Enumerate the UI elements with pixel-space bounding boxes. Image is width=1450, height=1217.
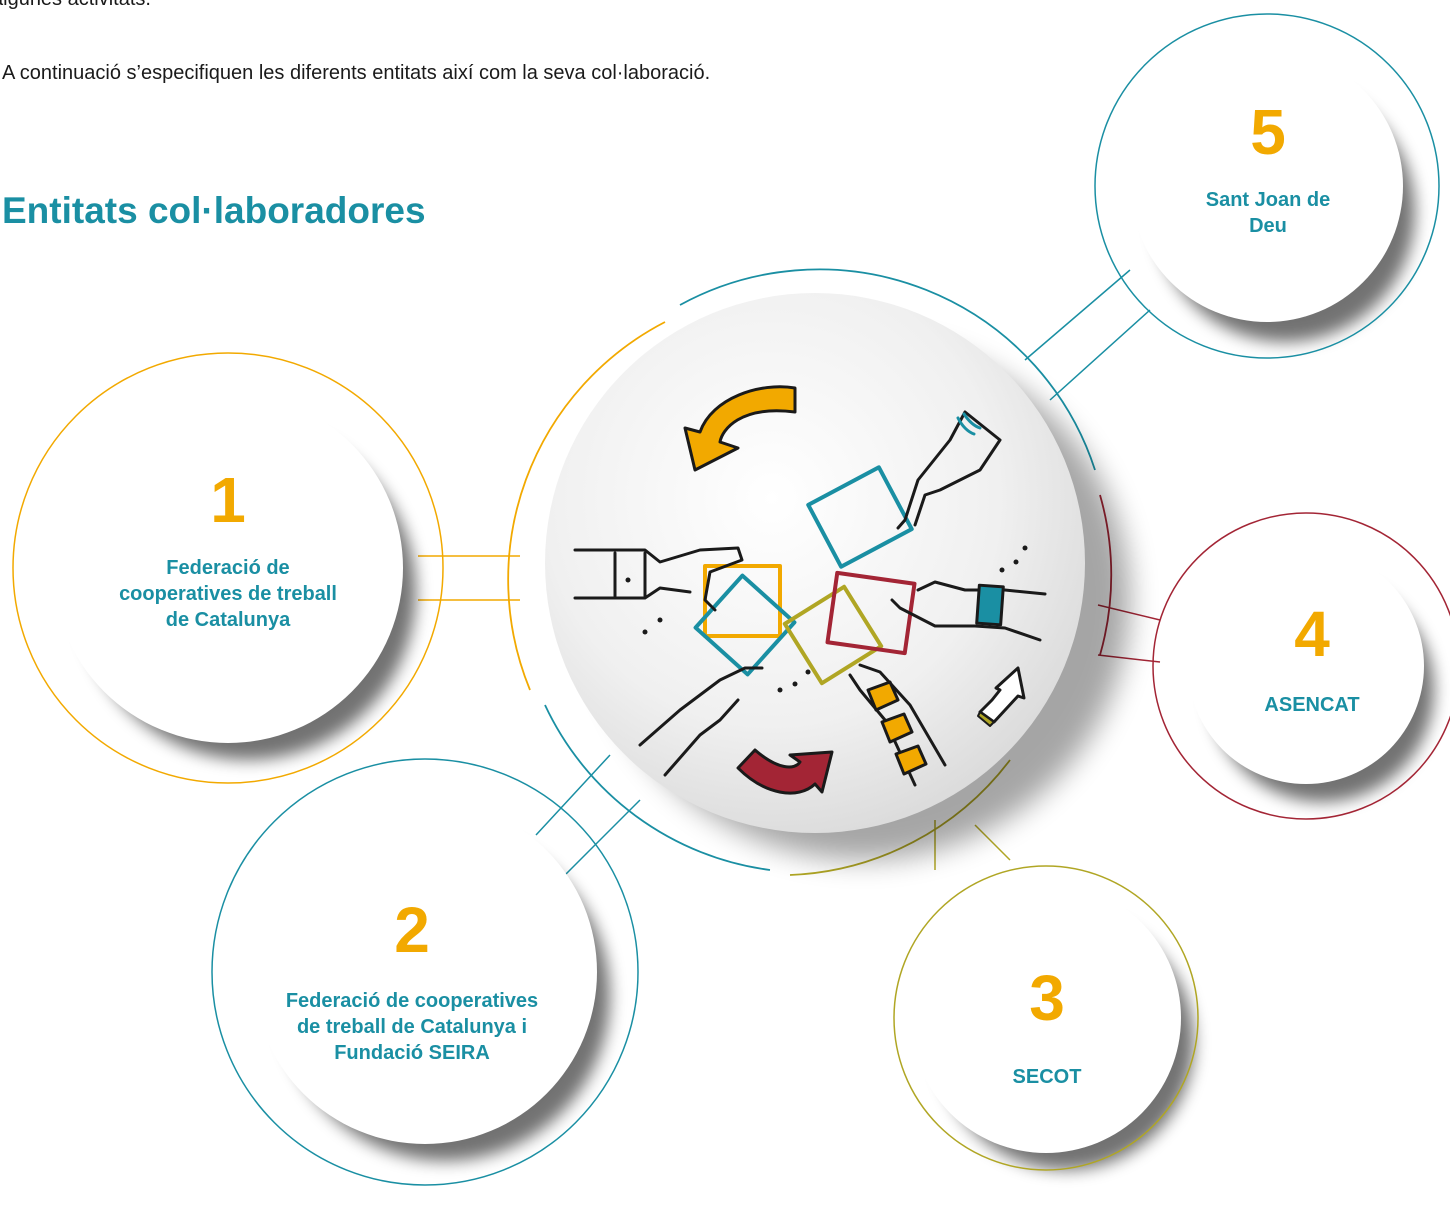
- node-4-ring: [1152, 512, 1450, 820]
- node-5-ring: [1094, 13, 1440, 359]
- node-1: [12, 352, 444, 784]
- node-3-ring: [893, 865, 1199, 1171]
- puzzle-square-crimson: [825, 570, 917, 656]
- hand-right: [890, 580, 1047, 642]
- connector-1: [418, 555, 520, 601]
- node-4: [1152, 512, 1450, 820]
- node-1-ring: [12, 352, 444, 784]
- node-3: [893, 865, 1199, 1171]
- node-3-label: SECOT: [1012, 1066, 1082, 1088]
- hand-left: [573, 546, 744, 612]
- orange-curved-arrow: [683, 385, 797, 472]
- arc-teal-top: [679, 268, 1096, 471]
- small-up-arrow: [978, 666, 1026, 724]
- puzzle-square-teal-top: [806, 465, 914, 569]
- puzzle-square-olive: [782, 584, 884, 686]
- node-5: [1094, 13, 1440, 359]
- node-2: [211, 758, 639, 1186]
- connector-5: [1024, 269, 1151, 401]
- connector-2: [535, 754, 641, 881]
- central-disc: [545, 293, 1130, 860]
- node-5-label: Sant Joan de Deu: [1205, 189, 1331, 237]
- puzzle-square-teal-left: [693, 573, 797, 677]
- node-4-number: 4: [1294, 598, 1330, 670]
- node-2-number: 2: [394, 894, 430, 966]
- decor-dots: [625, 545, 1028, 693]
- hand-top-right: [896, 410, 1002, 530]
- arc-teal-bottom: [544, 704, 771, 871]
- node-2-ring: [211, 758, 639, 1186]
- node-4-label: ASENCAT: [1264, 694, 1360, 716]
- hands-puzzle-illustration: [573, 385, 1047, 795]
- node-1-number: 1: [210, 464, 246, 536]
- node-1-label: Federació de cooperatives de treball de …: [119, 557, 337, 631]
- hand-bottom-left: [638, 666, 764, 777]
- arc-orange: [507, 321, 666, 691]
- node-3-number: 3: [1029, 962, 1065, 1034]
- section-heading: Entitats col·laboradores: [2, 190, 426, 231]
- node-5-number: 5: [1250, 96, 1286, 168]
- crimson-curved-arrow: [736, 748, 834, 795]
- intro-text-line2: A continuació s’especifiquen les diferen…: [2, 62, 711, 84]
- node-2-label: Federació de cooperatives de treball de …: [285, 990, 539, 1064]
- intro-text-line1: algunes activitats.: [0, 0, 151, 11]
